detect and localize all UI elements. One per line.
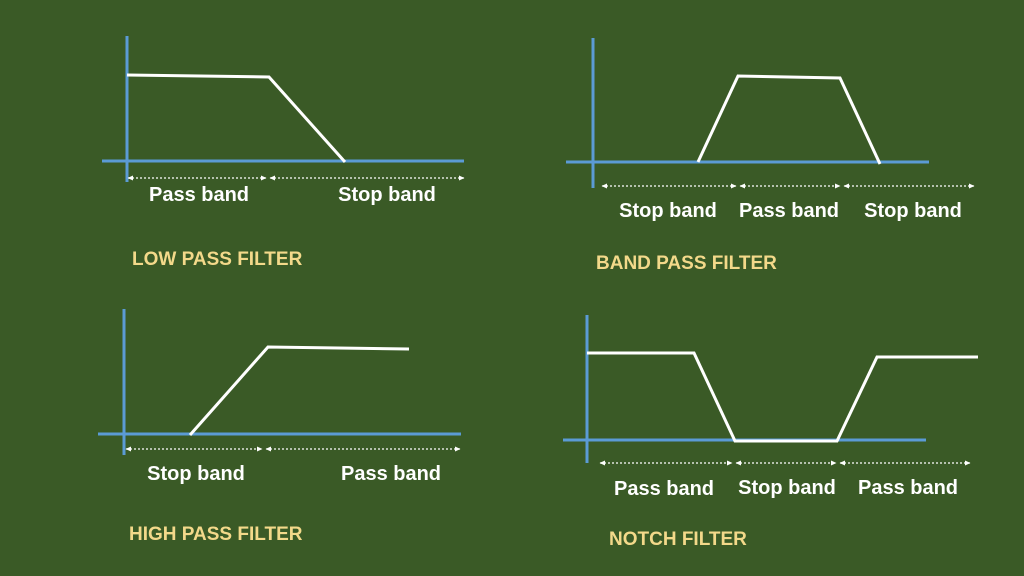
notch-band-label-3: Pass band — [857, 477, 959, 499]
band-pass-response-curve — [696, 74, 882, 165]
band-pass-band-label-2: Pass band — [738, 200, 840, 222]
high-pass-response-curve — [188, 345, 410, 436]
band-pass-band-label-1: Stop band — [619, 200, 717, 222]
band-pass-band-label-3: Stop band — [864, 200, 962, 222]
notch-band-label-1: Pass band — [613, 478, 715, 500]
notch-title: NOTCH FILTER — [609, 529, 747, 550]
low-pass-band-label-1: Pass band — [148, 184, 250, 206]
notch-response-curve — [587, 351, 978, 443]
notch-band-label-2: Stop band — [738, 477, 836, 499]
high-pass-band-label-2: Pass band — [340, 463, 442, 485]
high-pass-band-label-1: Stop band — [147, 463, 245, 485]
band-pass-title: BAND PASS FILTER — [596, 253, 777, 274]
low-pass-title: LOW PASS FILTER — [132, 249, 303, 270]
high-pass-title: HIGH PASS FILTER — [129, 524, 303, 545]
low-pass-band-label-2: Stop band — [338, 184, 436, 206]
low-pass-response-curve — [126, 73, 347, 163]
